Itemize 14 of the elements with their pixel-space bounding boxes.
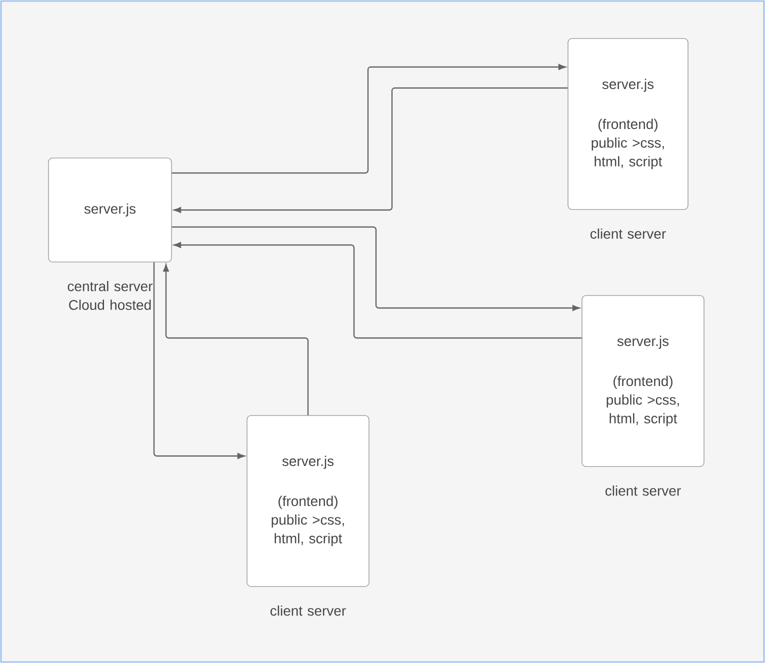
arrow (174, 242, 582, 339)
arrow (163, 264, 309, 416)
arrow (172, 64, 566, 174)
server-box: server.js (48, 158, 172, 262)
caption-text: client server (590, 228, 666, 239)
server-box: server.js (frontend) public >css, html, script (246, 415, 370, 587)
arrow (153, 262, 245, 459)
server-box: server.js (frontend) public >css, html, script (568, 38, 688, 210)
caption-text: client server (270, 605, 346, 616)
server-box: server.js (frontend) public >css, html, script (582, 295, 704, 467)
caption-text: central server Cloud hosted (68, 280, 153, 310)
arrow (174, 87, 568, 213)
caption-text: client server (605, 485, 681, 496)
arrow (172, 226, 580, 311)
